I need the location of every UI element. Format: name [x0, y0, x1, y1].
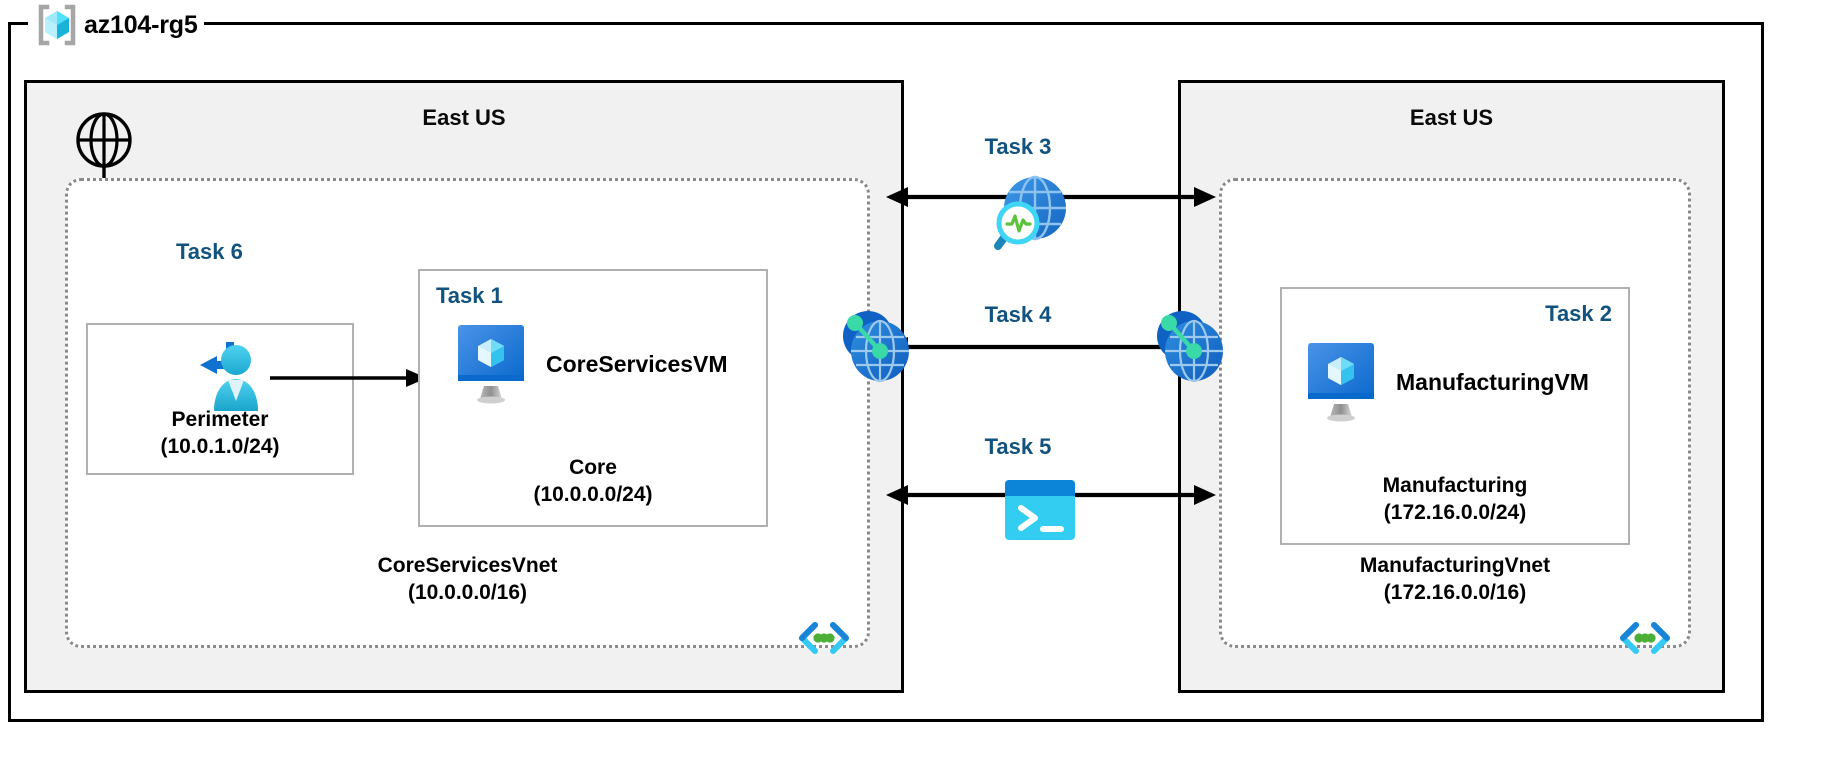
vm-manufacturing: ManufacturingVM: [1304, 341, 1589, 423]
vnet-coreservices-cidr: (10.0.0.0/16): [407, 581, 528, 605]
vm-coreservices: CoreServicesVM: [454, 323, 728, 405]
vm-coreservices-name: CoreServicesVM: [546, 350, 728, 377]
internet-globe-icon: [75, 111, 133, 174]
subnet-manufacturing: Task 2: [1280, 287, 1630, 545]
task-3-label: Task 3: [984, 134, 1052, 159]
cloud-shell-icon: [1003, 478, 1077, 547]
region-title-left: East US: [422, 105, 506, 130]
subnet-manufacturing-cidr: (172.16.0.0/24): [1383, 501, 1527, 525]
subnet-core-cidr: (10.0.0.0/24): [533, 483, 653, 507]
vnet-coreservices-name: CoreServicesVnet: [377, 554, 558, 578]
subnet-perimeter-cidr: (10.0.1.0/24): [160, 435, 280, 459]
vnet-manufacturing-name: ManufacturingVnet: [1359, 554, 1551, 578]
subnet-core-caption: Core (10.0.0.0/24): [420, 455, 766, 509]
perimeter-to-core-arrow: [270, 369, 427, 387]
subnet-manufacturing-caption: Manufacturing (172.16.0.0/24): [1282, 473, 1628, 527]
task-6-label: Task 6: [176, 239, 243, 264]
subnet-core-name: Core: [569, 456, 617, 480]
virtual-machine-icon: [454, 323, 528, 405]
network-watcher-icon: [985, 170, 1071, 265]
region-east-us-left: East US CoreServicesVnet (10.0.0.0/16): [24, 80, 904, 693]
subnet-code-icon: [1616, 615, 1674, 661]
virtual-machine-icon: [1304, 341, 1378, 423]
task-2-label: Task 2: [1545, 301, 1612, 326]
region-title-right: East US: [1409, 105, 1494, 130]
task-4-label: Task 4: [984, 302, 1052, 327]
resource-group-title: az104-rg5: [28, 4, 204, 46]
bastion-user-icon: [184, 335, 268, 424]
vnet-manufacturing-cidr: (172.16.0.0/16): [1383, 581, 1527, 605]
subnet-perimeter-caption: Perimeter (10.0.1.0/24): [88, 407, 352, 461]
azure-resource-group-icon: [34, 2, 80, 48]
subnet-manufacturing-name: Manufacturing: [1382, 474, 1528, 498]
vnet-manufacturing: ManufacturingVnet (172.16.0.0/16) Task 2: [1219, 178, 1691, 654]
subnet-perimeter-name: Perimeter: [171, 408, 269, 432]
vnet-peering-icon: [838, 306, 914, 393]
vm-manufacturing-name: ManufacturingVM: [1396, 368, 1589, 395]
subnet-perimeter: Perimeter (10.0.1.0/24): [86, 323, 354, 475]
region-east-us-right: East US ManufacturingVnet (172.16.0.0/16…: [1178, 80, 1725, 693]
task-5-label: Task 5: [984, 434, 1052, 459]
task-1-label: Task 1: [436, 283, 503, 308]
vnet-coreservices: CoreServicesVnet (10.0.0.0/16) Task 6: [65, 178, 870, 654]
subnet-code-icon: [795, 615, 853, 661]
vnet-manufacturing-label: ManufacturingVnet (172.16.0.0/16): [1222, 553, 1688, 607]
subnet-core: Task 1: [418, 269, 768, 527]
resource-group-name: az104-rg5: [84, 10, 198, 39]
vnet-peering-icon: [1152, 306, 1228, 393]
vnet-coreservices-label: CoreServicesVnet (10.0.0.0/16): [68, 553, 867, 607]
